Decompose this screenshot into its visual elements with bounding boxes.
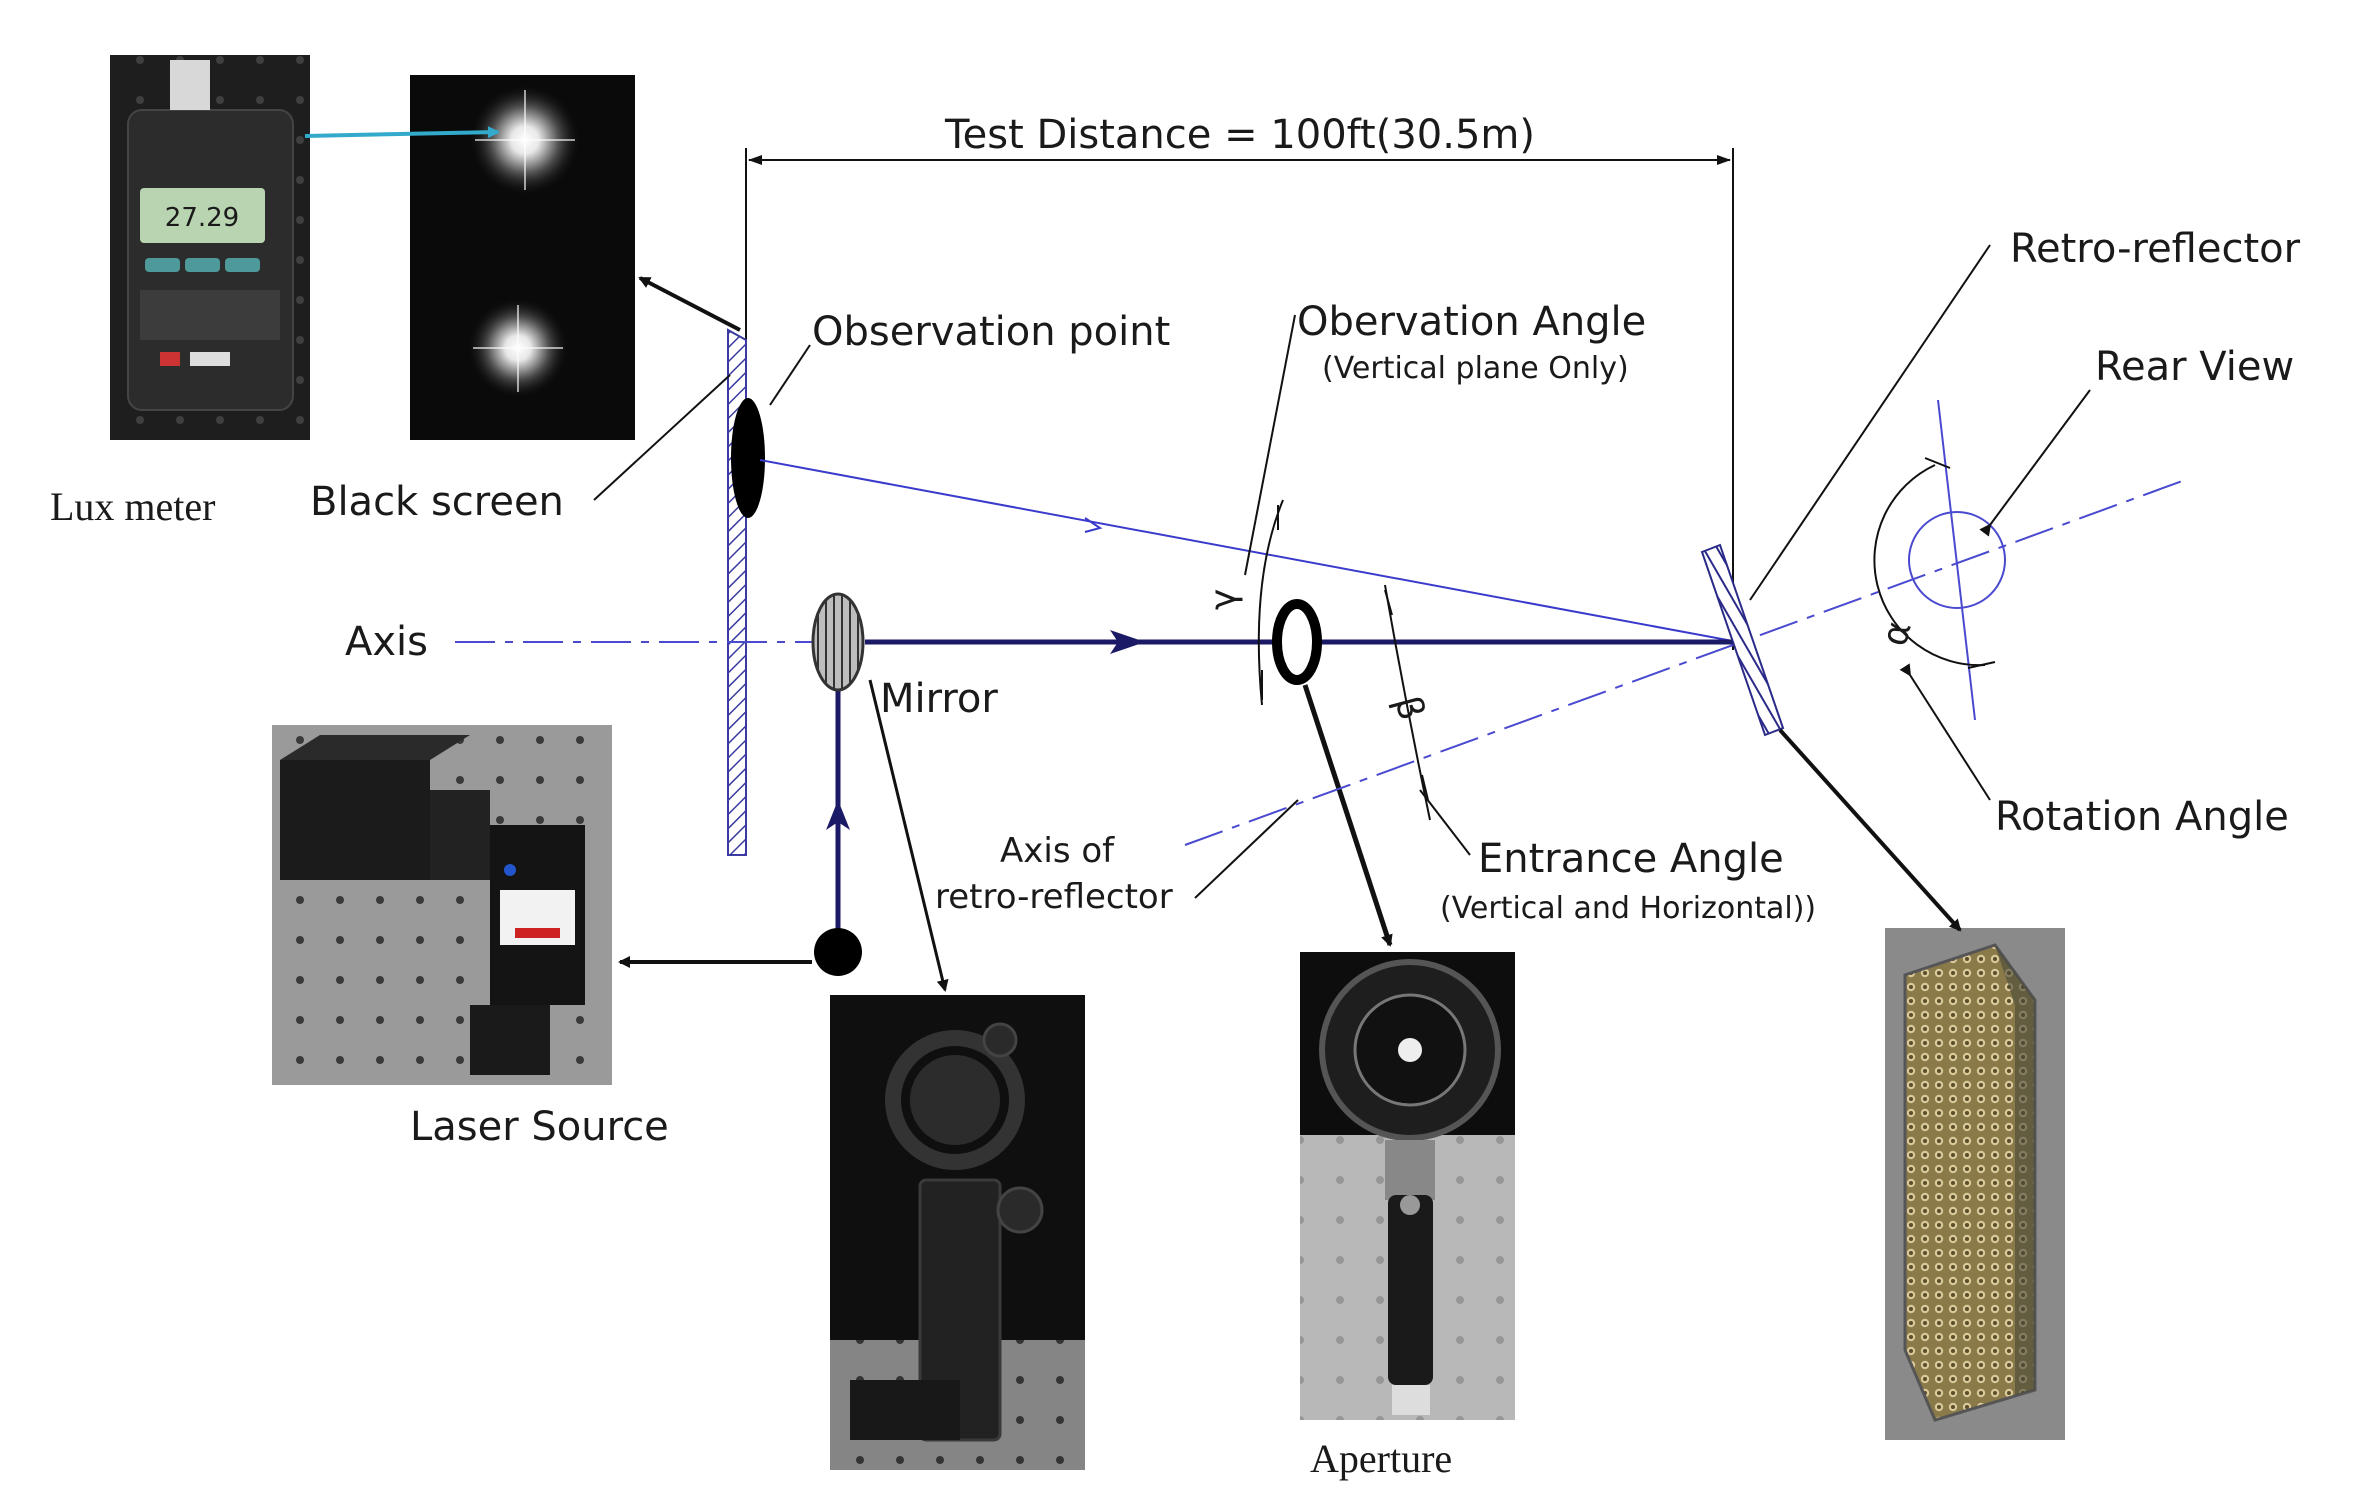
- laser-source-marker: [814, 928, 862, 976]
- mirror-marker: [811, 592, 865, 692]
- rotation-angle-arc: [1873, 464, 1986, 667]
- lux-meter-photo: 27.29: [110, 55, 310, 440]
- rotation-angle-label: Rotation Angle: [1995, 794, 2289, 840]
- rear-view-vertical-axis: [1937, 399, 1976, 721]
- lux-display: [140, 188, 265, 243]
- alpha-symbol: α: [1874, 617, 1920, 651]
- mirror-label: Mirror: [880, 676, 998, 722]
- test-distance-label: Test Distance = 100ft(30.5m): [944, 112, 1535, 158]
- entrance-angle-note: (Vertical and Horizontal)): [1440, 891, 1816, 926]
- entrance-angle-label: Entrance Angle: [1478, 836, 1784, 882]
- entrance-angle-leader: [1419, 789, 1471, 856]
- return-beam-arrow: [1084, 517, 1103, 533]
- laser-source-label: Laser Source: [410, 1104, 669, 1150]
- retro-reflector-axis-line: [1184, 479, 2186, 846]
- black-screen-label: Black screen: [310, 479, 564, 525]
- observation-angle-arc: [1257, 499, 1284, 706]
- retro-reflector-leader: [1749, 244, 1991, 601]
- axis-of-retro-leader: [1194, 799, 1299, 899]
- aperture-label: Aperture: [1310, 1436, 1452, 1481]
- rear-view-circle: [1908, 511, 2006, 609]
- retro-reflector-panel: [1700, 543, 1785, 737]
- black-screen-leader: [593, 374, 731, 501]
- observation-point-label: Observation point: [812, 309, 1170, 355]
- entrance-angle-arc: [1384, 584, 1431, 821]
- laser-beam-arrow: [826, 800, 850, 830]
- rear-view-label: Rear View: [2095, 344, 2294, 390]
- observation-angle-leader: [1244, 314, 1296, 576]
- black-screen-photo: [410, 75, 635, 440]
- lux-meter-label: Lux meter: [50, 484, 216, 529]
- gamma-symbol: γ: [1203, 589, 1244, 610]
- axis-label: Axis: [345, 619, 428, 665]
- sensor-plug-icon: [170, 60, 210, 110]
- reflector-to-photo-arrow: [1778, 728, 1962, 932]
- mirror-to-photo-arrow: [868, 679, 949, 992]
- incident-beam-arrow: [1110, 630, 1145, 654]
- retro-reflector-label: Retro-reflector: [2010, 226, 2301, 272]
- aperture-photo: [1300, 952, 1515, 1420]
- mirror-mount-photo: [830, 995, 1085, 1470]
- aperture-to-photo-arrow: [1302, 684, 1393, 947]
- svg-text:27.29: 27.29: [165, 203, 239, 233]
- observation-point-marker: [731, 398, 765, 518]
- retro-reflector-photo: [1885, 928, 2065, 1440]
- beta-symbol: β: [1386, 692, 1432, 725]
- screen-to-photo-arrow: [638, 276, 741, 332]
- observation-angle-label: Obervation Angle: [1297, 299, 1646, 345]
- test-distance-dimension: [745, 148, 1734, 650]
- lux-to-screen-connector: [304, 126, 500, 139]
- laser-source-photo: [272, 725, 612, 1085]
- axis-of-retro-label-line2: retro-reflector: [935, 877, 1173, 917]
- rotation-angle-leader: [1899, 663, 1991, 801]
- aperture-marker: [1272, 599, 1322, 685]
- observation-angle-note: (Vertical plane Only): [1322, 351, 1629, 386]
- rear-view-leader: [1979, 389, 2091, 537]
- axis-of-retro-label-line1: Axis of: [1000, 831, 1115, 871]
- observation-point-leader: [769, 344, 811, 406]
